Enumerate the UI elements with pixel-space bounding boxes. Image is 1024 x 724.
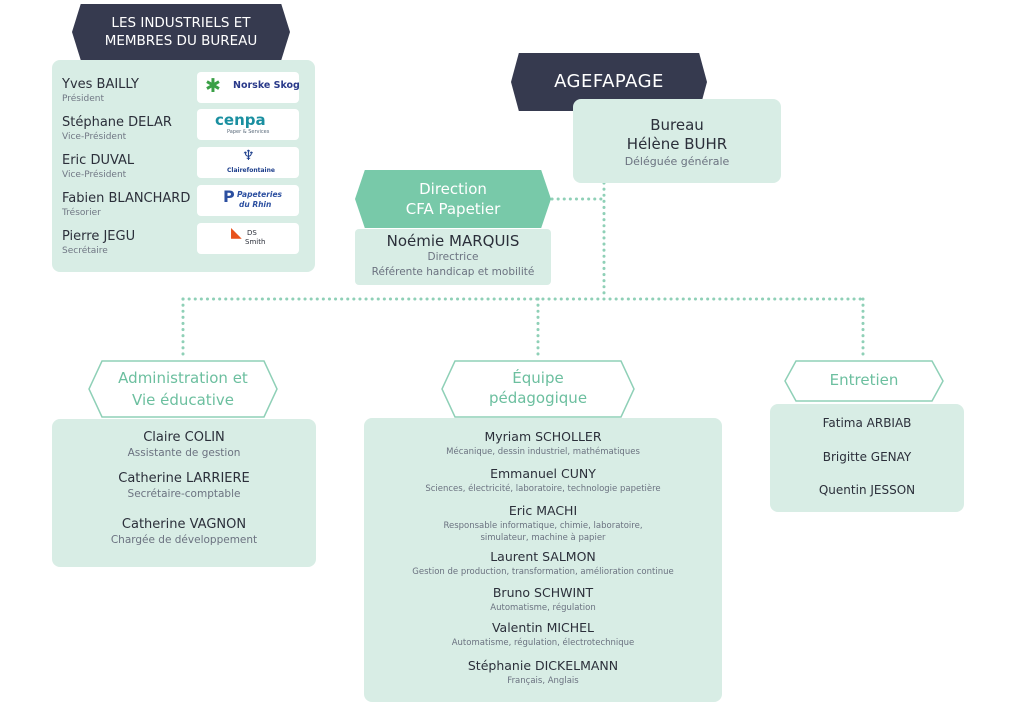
board-title-line1: LES INDUSTRIELS ET (111, 15, 251, 31)
board-member-name: Pierre JEGU (62, 229, 136, 244)
equipe-person-role: Automatisme, régulation (490, 603, 596, 613)
admin-banner: Administration et Vie éducative (88, 360, 278, 418)
direction-banner: Direction CFA Papetier (355, 170, 551, 228)
entretien-person-name: Brigitte GENAY (822, 450, 912, 464)
papeteries-logo-text: Papeteries (237, 190, 283, 199)
clairefontaine-logo-text: Clairefontaine (227, 167, 275, 174)
board-member-name: Fabien BLANCHARD (62, 191, 191, 206)
agefapage-person-name: Hélène BUHR (626, 135, 728, 153)
ds-smith-swoosh-icon: ◣ (231, 225, 242, 241)
equipe-title-line1: Équipe (512, 369, 564, 387)
board-member-name: Eric DUVAL (62, 153, 135, 168)
agefapage-panel (573, 99, 781, 183)
equipe-banner: Équipe pédagogique (441, 360, 635, 418)
papeteries-p-icon: P (223, 187, 235, 206)
admin-title-line2: Vie éducative (132, 391, 234, 409)
admin-person-role: Secrétaire-comptable (127, 488, 241, 500)
agefapage-bureau-label: Bureau (650, 116, 704, 134)
equipe-person-name: Stéphanie DICKELMANN (467, 658, 619, 673)
board-member-role: Trésorier (62, 208, 101, 218)
board-title-line2: MEMBRES DU BUREAU (104, 33, 258, 49)
equipe-person-name: Emmanuel CUNY (490, 466, 596, 481)
entretien-banner: Entretien (784, 360, 944, 402)
equipe-title-line2: pédagogique (488, 389, 588, 407)
agefapage-title: AGEFAPAGE (554, 71, 664, 92)
ds-smith-logo-subtext: Smith (245, 238, 266, 246)
admin-title-line1: Administration et (118, 369, 248, 387)
admin-person-name: Claire COLIN (143, 430, 225, 445)
norske-skog-logo-text: Norske Skog (233, 80, 300, 91)
direction-panel (355, 229, 551, 285)
clairefontaine-logo: ♆ Clairefontaine (197, 147, 299, 178)
equipe-panel (364, 418, 722, 702)
equipe-banner-outline (441, 360, 635, 418)
agefapage-banner: AGEFAPAGE (511, 53, 707, 111)
admin-person-role: Chargée de développement (110, 534, 258, 546)
direction-person-role2: Référente handicap et mobilité (371, 266, 535, 278)
equipe-person-role: Responsable informatique, chimie, labora… (443, 521, 643, 531)
direction-person-name: Noémie MARQUIS (386, 232, 520, 250)
admin-person-name: Catherine VAGNON (121, 517, 247, 532)
equipe-person-role: Mécanique, dessin industriel, mathématiq… (446, 447, 640, 457)
admin-banner-outline (88, 360, 278, 418)
cenpa-logo-subtext: Paper & Services (227, 129, 270, 135)
papeteries-logo-subtext: du Rhin (239, 200, 272, 209)
direction-title-line1: Direction (419, 180, 487, 198)
entretien-banner-outline (784, 360, 944, 402)
norske-skog-leaf-icon: ✱ (205, 75, 221, 97)
board-member-name: Stéphane DELAR (62, 115, 172, 130)
equipe-person-role: Français, Anglais (507, 676, 579, 686)
board-member-role: Secrétaire (62, 246, 108, 256)
board-title-banner: LES INDUSTRIELS ET MEMBRES DU BUREAU (72, 4, 290, 60)
entretien-person-name: Quentin JESSON (818, 483, 916, 497)
equipe-person-name: Valentin MICHEL (491, 620, 595, 635)
admin-panel (52, 419, 316, 567)
papeteries-du-rhin-logo: P Papeteries du Rhin (197, 185, 299, 216)
cenpa-logo-text: cenpa (215, 111, 266, 129)
norske-skog-logo: ✱ Norske Skog (197, 72, 300, 103)
equipe-person-role: Sciences, électricité, laboratoire, tech… (425, 484, 661, 494)
equipe-person-name: Eric MACHI (508, 503, 578, 518)
equipe-person-name: Laurent SALMON (490, 549, 596, 564)
board-member-role: Président (62, 94, 104, 104)
entretien-panel (770, 404, 964, 512)
equipe-person-name: Myriam SCHOLLER (484, 429, 602, 444)
equipe-person-name: Bruno SCHWINT (492, 585, 594, 600)
admin-person-name: Catherine LARRIERE (118, 471, 250, 486)
admin-person-role: Assistante de gestion (127, 447, 241, 459)
entretien-person-name: Fatima ARBIAB (822, 416, 912, 430)
equipe-person-role2: simulateur, machine à papier (480, 533, 606, 543)
direction-title-line2: CFA Papetier (405, 200, 501, 218)
ds-smith-logo: ◣ DS Smith (197, 223, 299, 254)
cenpa-logo: cenpa Paper & Services (197, 109, 299, 140)
entretien-title: Entretien (829, 371, 899, 389)
board-member-role: Vice-Président (62, 170, 127, 180)
board-member-role: Vice-Président (62, 132, 127, 142)
ds-smith-logo-text: DS (247, 229, 257, 237)
clairefontaine-emblem-icon: ♆ (242, 148, 255, 164)
equipe-person-role: Automatisme, régulation, électrotechniqu… (451, 638, 635, 648)
agefapage-person-role: Déléguée générale (624, 155, 730, 168)
board-member-name: Yves BAILLY (62, 77, 139, 92)
equipe-person-role: Gestion de production, transformation, a… (412, 567, 674, 577)
direction-person-role: Directrice (427, 251, 479, 263)
